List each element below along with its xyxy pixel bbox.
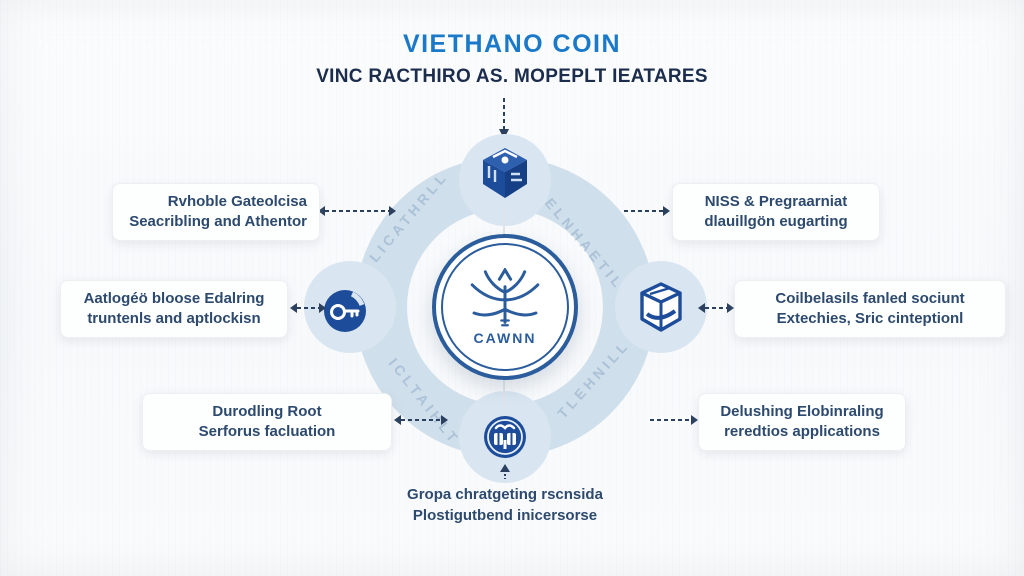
connector-line xyxy=(503,380,505,412)
callout-line: reredtios applications xyxy=(724,423,880,440)
callout-line: Serforus facluation xyxy=(198,423,336,440)
callout-mid-right: Coilbelasils fanled sociunt Extechies, S… xyxy=(734,280,1006,338)
callout-line: Aatlogéö bloose Edalring xyxy=(83,290,265,307)
arrow-top-left-icon xyxy=(318,206,396,216)
center-logo-text: CAWNN xyxy=(473,330,537,346)
arrow-mid-left-icon xyxy=(290,303,326,313)
callout-line: Rvhoble Gateolcisa xyxy=(167,193,307,210)
callout-line: Delushing Elobinraling xyxy=(720,403,884,420)
arrow-bottom-right-icon xyxy=(650,415,698,425)
footer-caption: Gropa chratgeting rscnsida Plostigutbend… xyxy=(330,484,680,526)
seal-icon xyxy=(484,416,526,458)
arrow-bottom-left-icon xyxy=(394,415,448,425)
arrow-mid-right-icon xyxy=(698,303,734,313)
page-subtitle: VINC RACTHIRO AS. MOPEPLT IEATARES xyxy=(316,66,708,87)
page-title: VIETHANO COIN xyxy=(402,30,622,58)
callout-mid-left: Aatlogéö bloose Edalring truntenls and a… xyxy=(60,280,288,338)
callout-bottom-right: Delushing Elobinraling reredtios applica… xyxy=(698,393,906,451)
callout-bottom-left: Durodling Root Serforus facluation xyxy=(142,393,392,451)
callout-line: Durodling Root xyxy=(212,403,322,420)
footer-caption-line: Plostigutbend inicersorse xyxy=(412,507,598,524)
arrow-top-right-icon xyxy=(624,206,670,216)
center-emblem: CAWNN xyxy=(432,234,578,380)
callout-line: Coilbelasils fanled sociunt xyxy=(775,290,965,307)
center-emblem-inner: CAWNN xyxy=(441,243,569,371)
arrow-up-icon xyxy=(500,464,510,479)
box-icon xyxy=(640,282,682,332)
lotus-logo-icon xyxy=(470,268,540,327)
footer-caption-line: Gropa chratgeting rscnsida xyxy=(407,486,603,503)
callout-line: truntenls and aptlockisn xyxy=(87,310,261,327)
connector-line xyxy=(503,206,505,236)
key-icon xyxy=(324,290,366,332)
callout-top-left: Rvhoble Gateolcisa Seacribling and Athen… xyxy=(112,183,320,241)
callout-line: dlauillgön eugarting xyxy=(704,213,848,230)
cube-icon xyxy=(483,148,527,198)
callout-top-right: NISS & Pregraarniat dlauillgön eugarting xyxy=(672,183,880,241)
callout-line: NISS & Pregraarniat xyxy=(704,193,848,210)
callout-line: Extechies, Sric cinteptionl xyxy=(776,310,964,327)
callout-line: Seacribling and Athentor xyxy=(129,213,307,230)
